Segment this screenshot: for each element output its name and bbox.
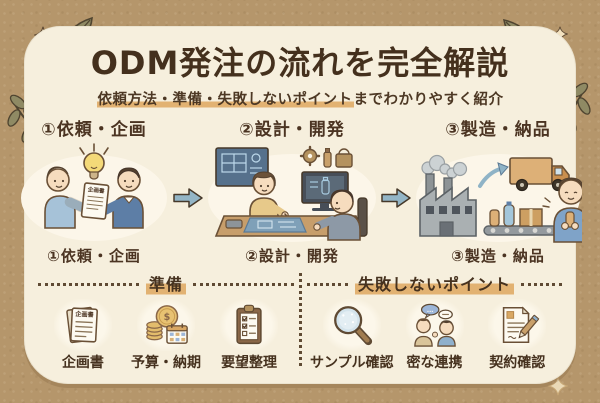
gear-icon [299, 145, 321, 167]
dotted-line [193, 282, 295, 286]
dotted-line [307, 282, 348, 286]
magnifier-icon [333, 306, 372, 346]
item-requirements: 要望整理 [208, 299, 290, 372]
preparation-header: 準備 [38, 271, 295, 295]
icon-blob [220, 299, 279, 351]
person-right [436, 320, 456, 347]
infographic-card: ODM発注の流れを完全解説 依頼方法・準備・失敗しないポイントまでわかりやすく紹… [21, 26, 582, 384]
page-subtitle: 依頼方法・準備・失敗しないポイントまでわかりやすく紹介 [24, 88, 576, 109]
step-2-design-development: ②設計・開発 [206, 115, 378, 266]
item-proposal-document: 企画書 企画書 [42, 299, 124, 372]
smoke [421, 154, 468, 179]
contract-pencil-icon [503, 306, 540, 344]
step-3-caption: ③製造・納品 [451, 247, 545, 265]
proposal-icon-label: 企画書 [74, 310, 94, 319]
dotted-line [521, 282, 563, 286]
flow-arrow-icon [381, 188, 411, 208]
illustration-proposal-handoff: 企画書 [21, 143, 167, 241]
checklist-clipboard-icon [236, 304, 262, 345]
item-label: サンプル確認 [309, 355, 394, 371]
person-with-product [542, 177, 582, 243]
step-3-manufacture-delivery: ③製造・納品 [414, 115, 582, 266]
person-left [413, 318, 433, 347]
developer-man [313, 189, 368, 241]
bubble-dots: ... [426, 308, 433, 314]
item-label: 密な連携 [406, 355, 463, 371]
step-1-caption: ①依頼・企画 [47, 247, 141, 265]
step-2-caption: ②設計・開発 [245, 247, 339, 265]
subtitle-highlight: 依頼方法・準備・失敗しないポイント [96, 92, 354, 108]
icon-blob [488, 299, 547, 351]
person-partner [96, 167, 144, 229]
illustration-factory-delivery [416, 154, 582, 243]
dotted-line [38, 282, 139, 286]
icon-blob [322, 299, 381, 351]
preparation-items: 企画書 企画書 [38, 299, 294, 372]
section-preparation: 準備 企画書 [38, 271, 295, 372]
flow-arrow-icon [173, 188, 203, 208]
step-1-label: ①依頼・企画 [41, 120, 147, 140]
item-sample-check: サンプル確認 [309, 299, 394, 372]
factory [419, 173, 477, 237]
step-3-label: ③製造・納品 [445, 120, 551, 140]
item-contract-check: 契約確認 [477, 299, 559, 372]
page-title: ODM発注の流れを完全解説 [90, 44, 510, 82]
section-failure-points: 失敗しないポイント [307, 271, 563, 372]
delivery-truck-icon [509, 157, 570, 192]
pencil [518, 314, 540, 339]
lightbulb-icon [79, 143, 109, 180]
subtitle-rest: までわかりやすく紹介 [353, 92, 504, 108]
icon-blob: $ [136, 299, 195, 351]
speech-bubble-white [437, 309, 453, 320]
step-1-request-planning: ①依頼・企画 [18, 115, 170, 266]
speech-bubble-blue: ... [420, 303, 439, 320]
people-talking-icon: ... [413, 303, 456, 347]
bottom-sections: 準備 企画書 [24, 271, 576, 372]
sparkle-icon [548, 376, 568, 396]
icon-blob: 企画書 [53, 299, 112, 351]
bottle-icon [323, 148, 332, 168]
illustration-design-desk [208, 145, 376, 242]
dotted-divider [299, 273, 302, 366]
proposal-document-icon: 企画書 [66, 306, 98, 344]
item-label: 要望整理 [221, 355, 278, 371]
curved-arrow-icon [478, 167, 502, 188]
coin-symbol: $ [164, 312, 171, 323]
process-flow: ①依頼・企画 [21, 115, 582, 266]
curved-arrow-head [497, 162, 509, 177]
points-header: 失敗しないポイント [307, 271, 563, 295]
points-items: サンプル確認 ... [307, 299, 562, 372]
item-label: 契約確認 [489, 355, 546, 371]
coins-calendar-icon: $ [146, 305, 188, 344]
item-close-collaboration: ... [394, 299, 476, 372]
proposal-document: 企画書 [80, 182, 110, 220]
points-title: 失敗しないポイント [355, 271, 515, 295]
item-label: 企画書 [61, 355, 104, 371]
step-2-label: ②設計・開発 [239, 120, 345, 140]
calendar [166, 323, 188, 344]
proposal-doc-label: 企画書 [86, 185, 105, 195]
item-label: 予算・納期 [130, 355, 201, 371]
item-budget-deadline: $ [125, 299, 207, 372]
preparation-title: 準備 [146, 271, 187, 295]
icon-blob: ... [405, 299, 464, 351]
bag-icon [335, 148, 353, 168]
